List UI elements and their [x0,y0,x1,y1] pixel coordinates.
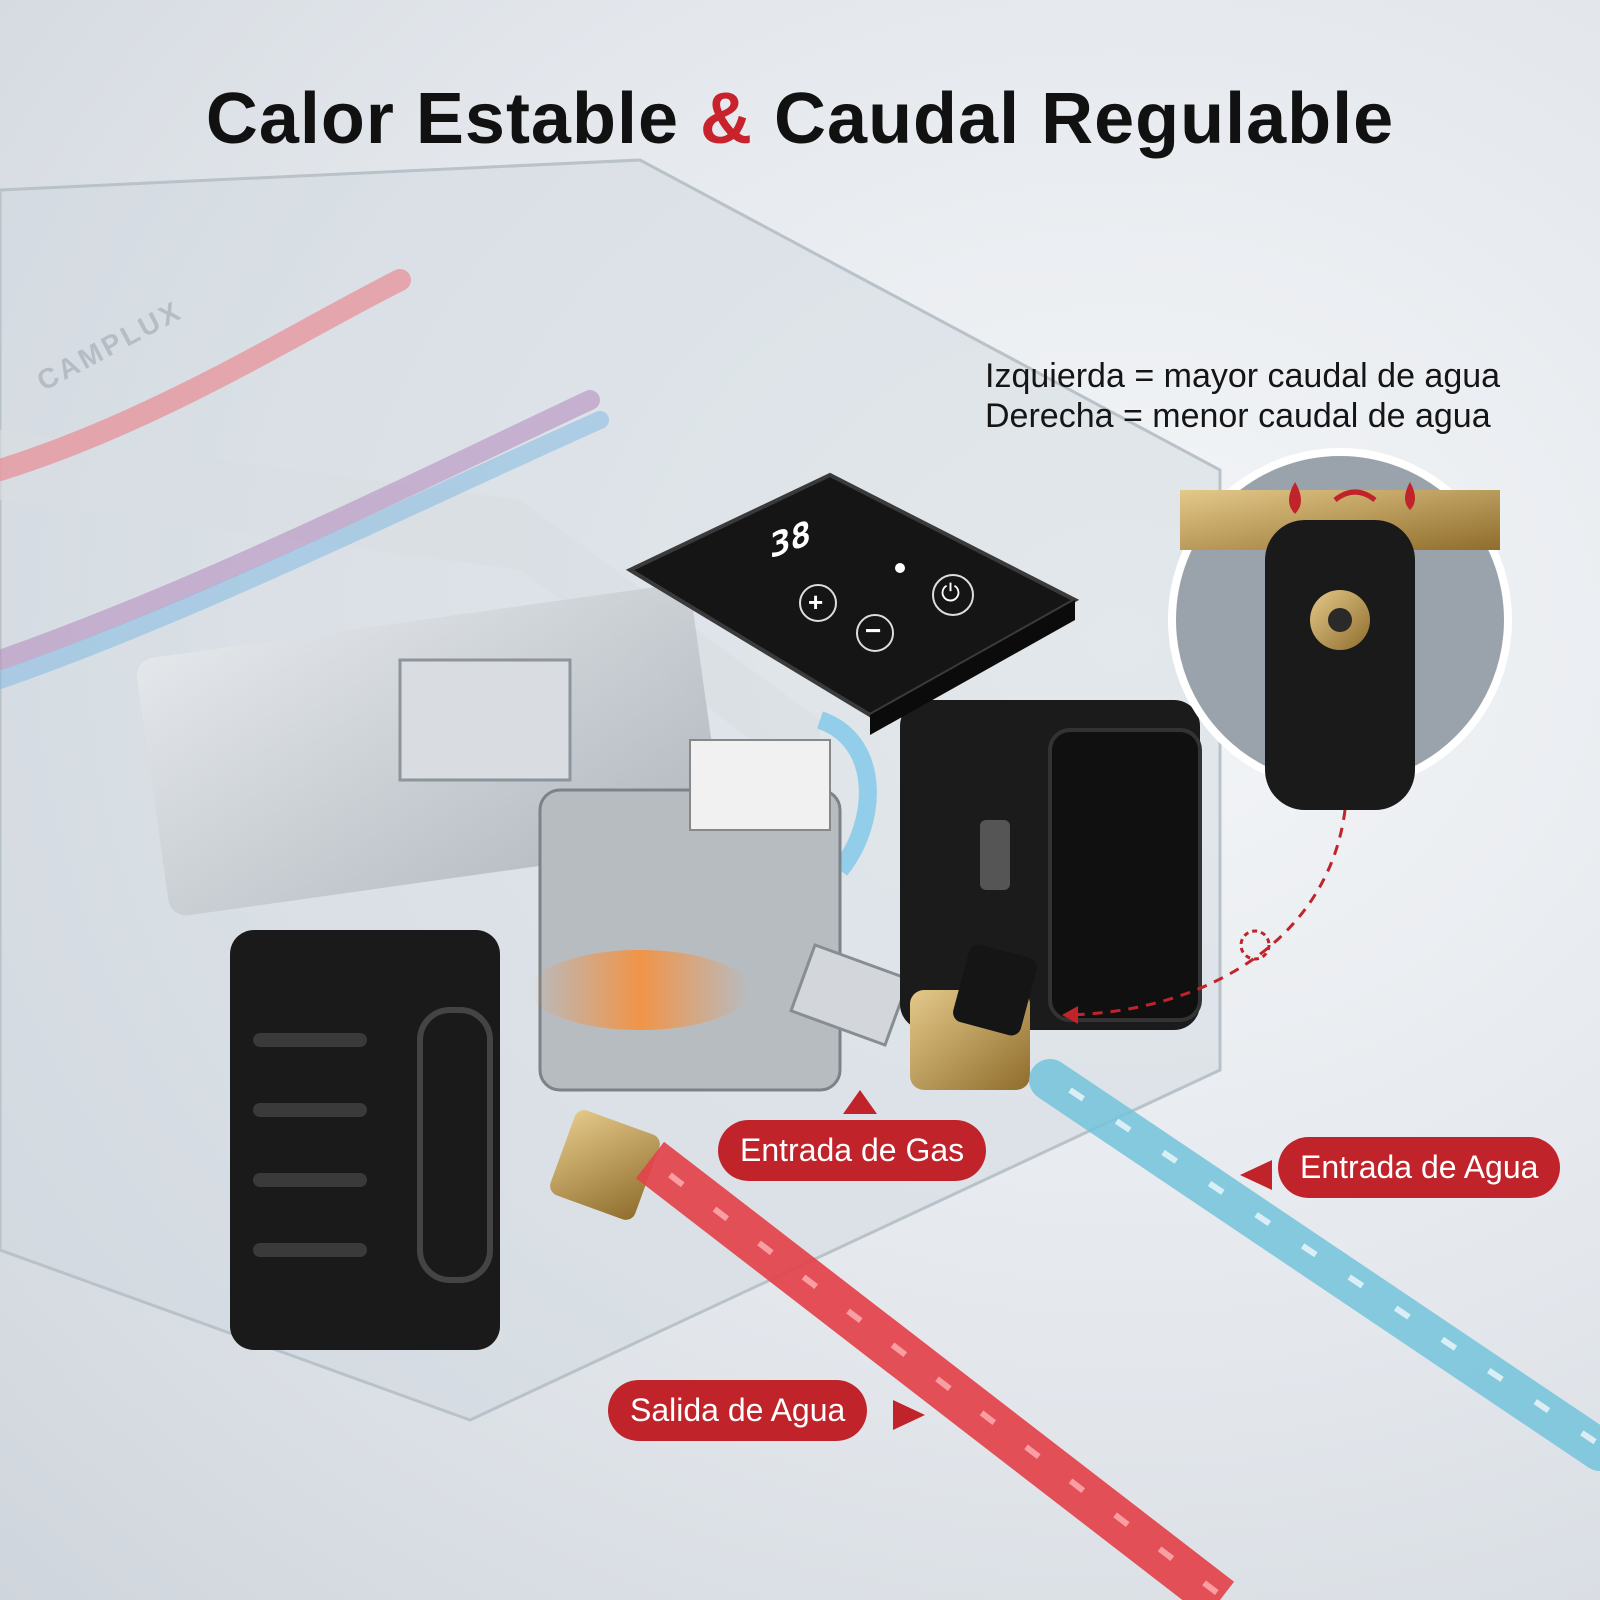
heater-top-frame [0,430,820,790]
water-inlet-pointer-triangle [1240,1160,1272,1190]
flow-note-left: Izquierda = mayor caudal de agua [985,357,1501,395]
gas-valve-label-plate [689,739,831,831]
water-outlet-label: Salida de Agua [608,1380,868,1441]
plus-button[interactable]: + [808,587,824,617]
flame-glow [530,950,750,1030]
power-icon[interactable]: ⏻ [941,580,960,607]
ignition-module [230,930,500,1350]
rotate-arrow-icon [1333,489,1377,503]
outlet-fitting [550,1110,660,1220]
hot-pipe-top [0,269,411,481]
cold-pipe-loop [816,711,877,876]
water-outlet-pointer-triangle [893,1400,925,1430]
minus-button[interactable]: − [865,615,882,646]
burner-bracket [398,658,572,782]
cold-pipe-upper [0,411,609,689]
hot-outlet-pipe [635,1141,1235,1600]
gas-fitting [789,943,911,1047]
small-drop-icon [1405,482,1415,510]
mixed-pipe-top [0,390,600,670]
minus-button-ring [856,614,894,652]
flow-instructions: Izquierda = mayor caudal de agua Derecha… [985,356,1500,436]
gas-valve-body [538,788,842,1092]
flow-note-right: Derecha = menor caudal de agua [985,397,1491,435]
title-part-1: Calor Estable [205,79,679,159]
large-drop-icon [1289,482,1301,514]
title-ampersand: & [700,79,754,159]
gas-inlet-label: Entrada de Gas [718,1120,987,1181]
plus-button-ring [799,584,837,622]
gas-pointer-triangle [843,1090,877,1114]
page-title: Calor Estable & Caudal Regulable [0,78,1600,160]
status-led [895,563,905,573]
zoom-leader-line [1069,809,1347,1017]
water-inlet-label: Entrada de Agua [1278,1137,1561,1198]
title-part-2: Caudal Regulable [774,79,1395,159]
flow-knob [953,944,1037,1036]
power-button-ring [932,574,974,616]
cold-inlet-pipe [1029,1059,1600,1471]
